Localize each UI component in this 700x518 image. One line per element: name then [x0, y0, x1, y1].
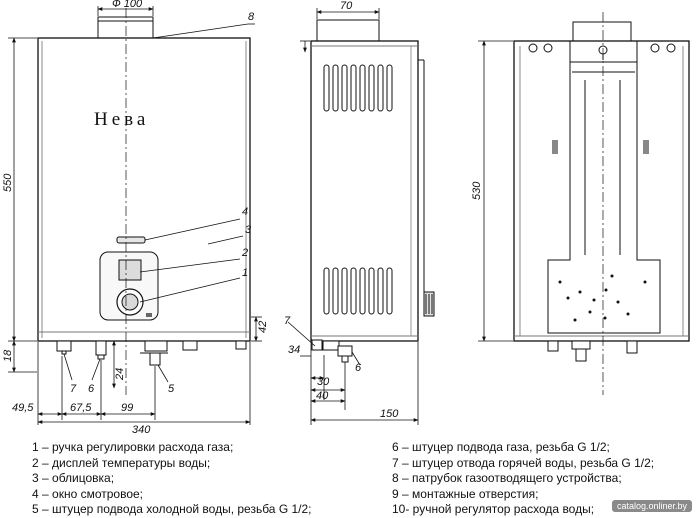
- dim-67-5: 67,5: [70, 402, 92, 414]
- dim-530: 530: [471, 181, 483, 200]
- vent-slot: [359, 64, 366, 112]
- callout-7: 7: [70, 383, 77, 395]
- callout-4: 4: [242, 206, 248, 218]
- vent-slot: [350, 267, 357, 315]
- heater-body: [37, 37, 251, 342]
- legend-item-10: 10- ручной регулятор расхода воды;: [392, 502, 595, 517]
- vent-slot: [323, 64, 330, 112]
- callout-8: 8: [248, 11, 255, 23]
- vent-slot: [341, 64, 348, 112]
- legend-item-2: 2 – дисплей температуры воды;: [32, 455, 211, 470]
- flue-pipe: [97, 16, 154, 40]
- side-callout-6: 6: [355, 362, 362, 374]
- callout-6: 6: [88, 383, 95, 395]
- legend-item-6: 6 – штуцер подвода газа, резьба G 1/2;: [392, 440, 610, 454]
- bottom-fittings: [56, 340, 247, 366]
- top-vents: [323, 64, 393, 112]
- vent-slot: [386, 64, 393, 112]
- dim-550: 550: [2, 173, 14, 192]
- rear-body: [513, 40, 690, 342]
- dim-49-5: 49,5: [12, 402, 34, 414]
- vent-slot: [386, 267, 393, 315]
- dim-99: 99: [121, 402, 133, 414]
- legend-item-3: 3 – облицовка;: [32, 471, 115, 486]
- legend-item-4: 4 – окно смотровое;: [32, 486, 143, 501]
- dim-150: 150: [380, 408, 399, 420]
- legend-item-9: 9 – монтажные отверстия;: [392, 486, 539, 501]
- side-flue-pipe: [316, 19, 380, 43]
- dim-40: 40: [316, 390, 329, 402]
- bottom-vents: [323, 267, 393, 315]
- vent-slot: [332, 267, 339, 315]
- dim-18: 18: [2, 349, 14, 362]
- vent-slot: [323, 267, 330, 315]
- temperature-display: [118, 259, 142, 281]
- front-dimensions: [8, 6, 262, 425]
- front-view: [37, 8, 251, 395]
- legend-right: 6 – штуцер подвода газа, резьба G 1/2; 7…: [392, 440, 654, 518]
- legend-item-1: 1 – ручка регулировки расхода газа;: [32, 440, 234, 454]
- callout-3: 3: [245, 224, 252, 236]
- dim-340: 340: [132, 424, 151, 436]
- rear-flue-pipe: [572, 21, 632, 43]
- legend-item-5: 5 – штуцер подвода холодной воды, резьба…: [32, 502, 312, 517]
- dim-24: 24: [114, 368, 126, 381]
- vent-slot: [341, 267, 348, 315]
- vent-slot: [368, 267, 375, 315]
- watermark: catalog.onliner.by: [611, 500, 692, 512]
- legend-item-8: 8 – патрубок газоотводящего устройства;: [392, 471, 622, 486]
- vent-slot: [359, 267, 366, 315]
- dim-34: 34: [288, 344, 300, 356]
- vent-slot: [350, 64, 357, 112]
- technical-drawing: Нева Ф 100 550 18 42 24 49,5 67,5 99 340…: [2, 0, 690, 436]
- sight-window: [116, 236, 146, 244]
- vent-slot: [377, 64, 384, 112]
- rear-view: [513, 12, 690, 395]
- dim-diameter-100: Ф 100: [112, 0, 143, 10]
- vent-slot: [368, 64, 375, 112]
- rear-dimensions: [478, 40, 513, 342]
- dim-30: 30: [317, 376, 330, 388]
- callout-2: 2: [241, 247, 248, 259]
- dim-42: 42: [257, 321, 269, 333]
- vent-slot: [377, 267, 384, 315]
- legend-item-7: 7 – штуцер отвода горячей воды, резьба G…: [392, 455, 655, 470]
- mounting-plate: [547, 41, 661, 334]
- brand-logo: Нева: [94, 109, 149, 130]
- legend-left: 1 – ручка регулировки расхода газа; 2 – …: [32, 440, 312, 518]
- vent-slot: [332, 64, 339, 112]
- dim-70: 70: [340, 0, 353, 12]
- callout-1: 1: [242, 267, 248, 279]
- callout-5: 5: [168, 383, 175, 395]
- side-dimensions: [287, 8, 419, 425]
- side-callout-7: 7: [284, 315, 291, 327]
